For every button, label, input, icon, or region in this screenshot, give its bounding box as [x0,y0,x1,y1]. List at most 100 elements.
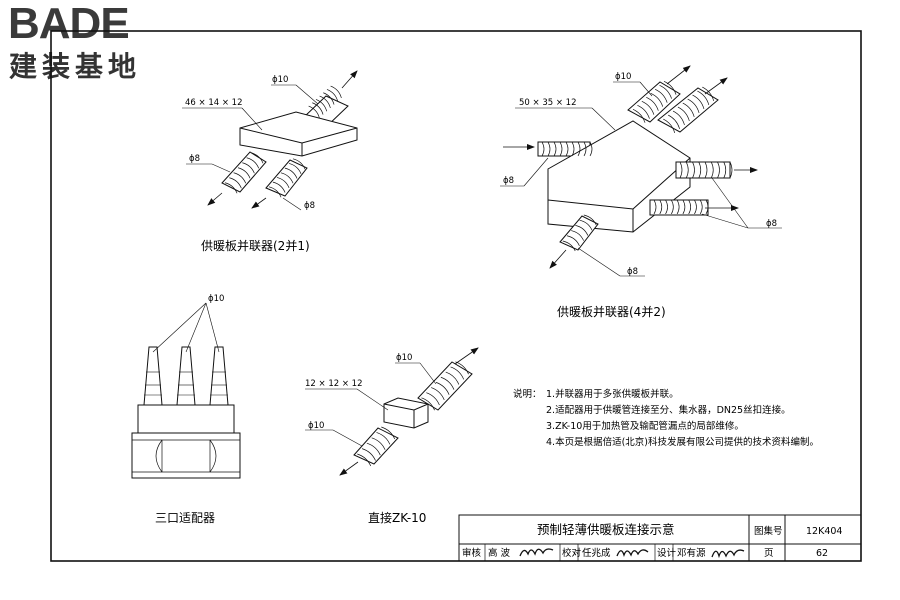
pipe-ring [276,177,290,189]
pipe-ring [272,181,286,193]
pipe-ring [571,141,575,157]
pipe-ring [589,141,593,157]
pipe-spiral-rings [224,81,733,467]
atlas-number: 12K404 [806,526,842,537]
d2-phi8-right-label: ϕ8 [766,219,777,229]
pipe-ring [371,437,386,450]
pipe-ring [435,382,450,395]
d3-phi10-label: ϕ10 [208,294,224,304]
pipe-ring [692,161,695,179]
reviewer-name: 高 波 [488,547,511,559]
d4-phi10-top-label: ϕ10 [396,353,412,363]
pipe-ring [710,161,714,179]
pipe-ring [688,199,692,215]
d2-box-size-label: 50 × 35 × 12 [519,98,577,108]
adapter-barb-left [143,346,163,406]
pipe-ring [698,161,702,179]
note-line-4: 4.本页是根据倍适(北京)科技发展有限公司提供的技术资料编制。 [546,436,819,448]
pipe-ring [450,366,465,380]
pipe-ring [679,161,683,179]
d1-phi8-bottom-label: ϕ8 [304,201,315,211]
adapter-barb-right [209,346,229,406]
pipe-ring [659,199,663,215]
pipe-ring [653,199,657,215]
checker-signature [616,549,649,557]
pipe-ring [571,230,584,241]
pipe-ring [665,199,668,215]
d2-phi8-bottom-label: ϕ8 [627,267,638,277]
pipe-ring [280,172,294,184]
pipe-ring [319,95,331,109]
pipe-ring [663,81,677,95]
pipe-ring [583,214,597,226]
pipe-ring [682,102,695,118]
checker-name: 任兆成 [582,547,611,559]
note-line-2: 2.适配器用于供暖管连接至分、集水器，DN25丝扣连接。 [546,404,791,416]
d2-phi8-left-label: ϕ8 [503,176,514,186]
pipe-ring [694,199,697,215]
review-label: 审核 [462,547,482,559]
pipe-ring [357,453,372,467]
pipe-ring [308,105,320,119]
pipe-ring [676,199,680,215]
pipe-ring [381,426,396,440]
pipe-ring [641,101,655,115]
d4-caption: 直接ZK-10 [368,510,426,525]
pipe-ring [237,167,251,179]
pipe-ring [440,376,455,390]
pipe-ring [729,161,733,179]
three-port-adapter-diagram [131,302,241,479]
designer-signature [711,549,745,559]
pipe-ring [583,141,587,157]
pipe-ring [646,97,659,111]
pipe-ring [654,89,668,103]
pipe-ring [699,199,703,215]
pipe-ring [668,114,680,130]
notes-title: 说明： [513,388,542,400]
drawing-frame [50,30,862,562]
pipe-ring [361,448,376,461]
pipe-ring [224,182,238,194]
pipe-ring [284,167,298,179]
atlas-label: 图集号 [754,525,783,537]
pipe-ring [246,157,260,169]
pipe-ring [376,432,391,445]
pipe-ring [250,152,264,164]
logo-chinese-text: 建装基地 [9,50,142,83]
pipe-ring [697,90,710,106]
pipe-ring [242,162,255,174]
d1-box-size-label: 46 × 14 × 12 [185,98,243,108]
pipe-ring [553,141,557,157]
d4-box-size-label: 12 × 12 × 12 [305,379,363,389]
straight-connector-zk10-diagram [305,347,479,476]
pipe-ring [562,240,576,252]
pipe-ring [685,161,689,179]
pipe-ring [233,172,247,184]
pipe-ring [702,86,715,102]
note-line-1: 1.并联器用于多张供暖板并联。 [546,388,679,400]
d2-caption: 供暖板并联器(4并2) [557,305,666,319]
pipe-ring [455,361,469,375]
designer-name: 邓有源 [677,547,706,559]
pipe-ring [723,161,727,179]
d4-phi10-left-label: ϕ10 [308,421,324,431]
pipe-ring [366,442,381,456]
pipe-ring [312,102,324,115]
pipe-ring [577,141,581,157]
manifold-2to1-diagram [182,70,358,211]
pipe-ring [687,98,700,114]
pipe-ring [575,225,589,236]
check-label: 校对 [562,547,582,559]
pipe-ring [288,163,302,175]
pipe-ring [677,106,690,122]
page-number: 62 [816,548,828,559]
pipe-ring [268,186,282,198]
title-block [458,514,862,562]
pipe-ring [717,161,720,179]
pipe-ring [650,93,664,107]
pipe-ring [637,105,650,119]
pipe-ring [315,99,328,112]
d3-caption: 三口适配器 [155,511,215,525]
pipe-ring [229,177,242,189]
